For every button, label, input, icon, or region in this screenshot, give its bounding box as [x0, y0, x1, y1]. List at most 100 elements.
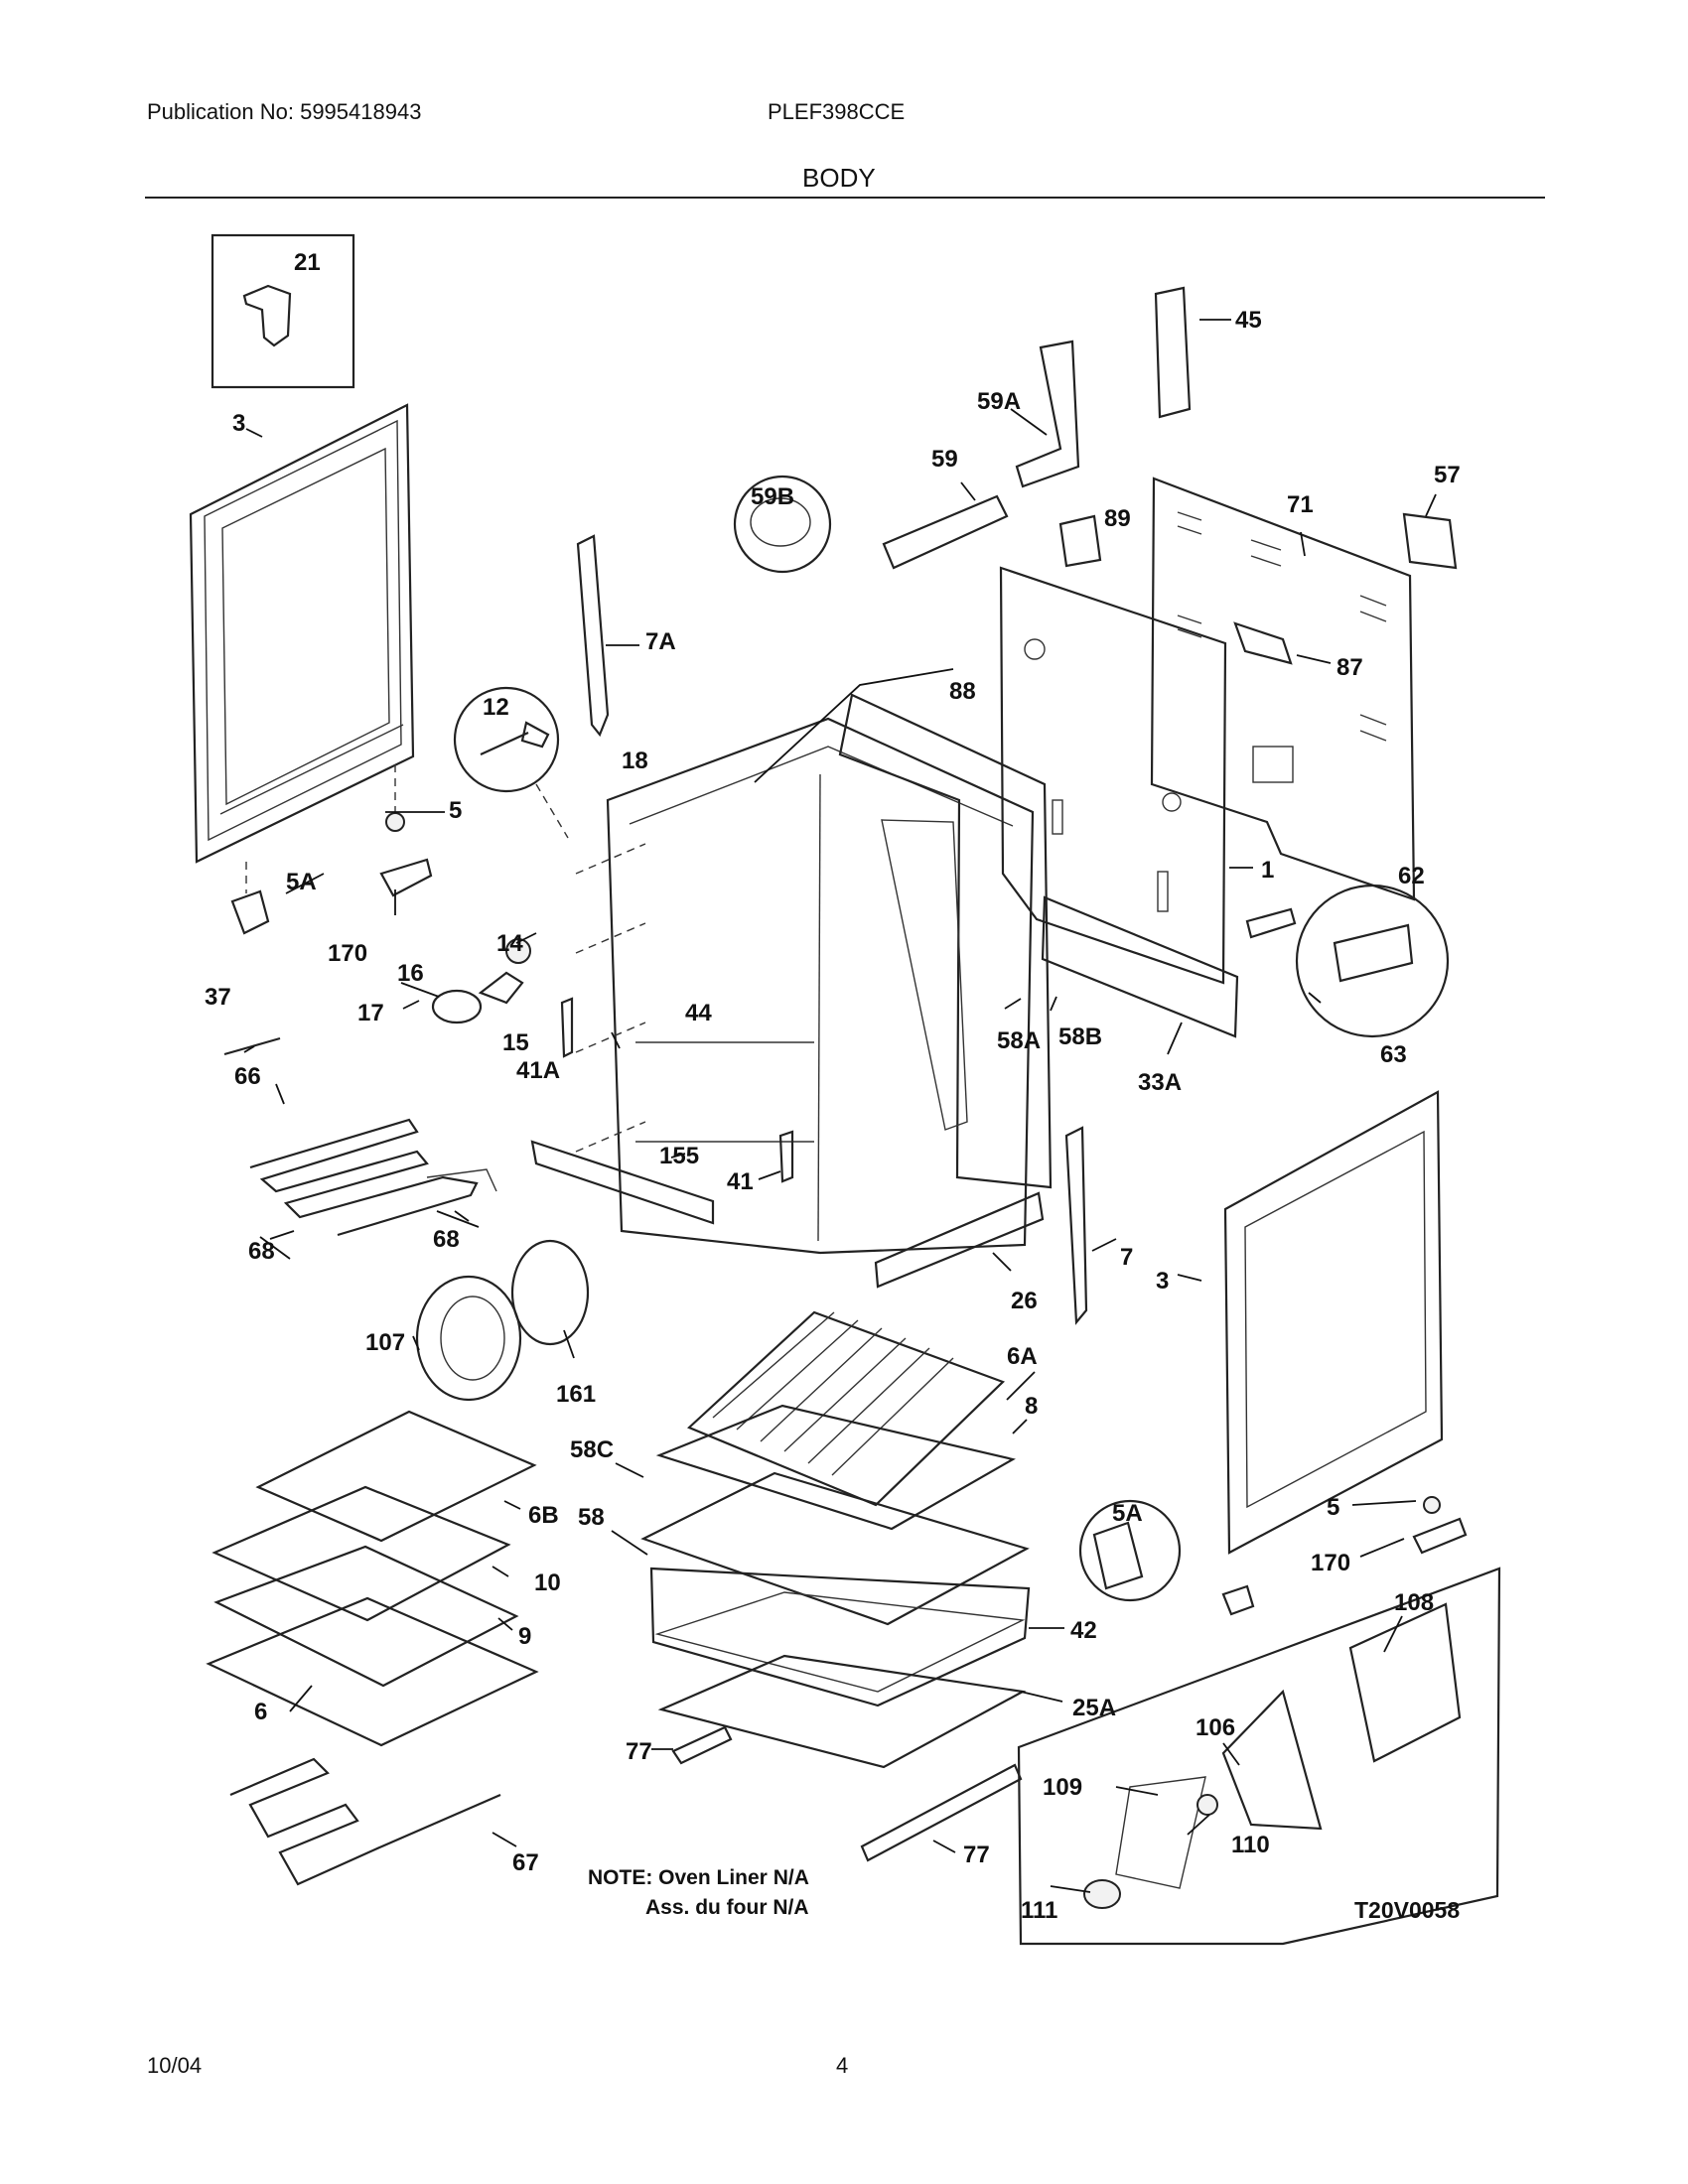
gasket-58C [640, 1471, 1030, 1626]
insulation-58A [881, 819, 968, 1131]
callout-71: 71 [1287, 491, 1314, 518]
publication-number: Publication No: 5995418943 [147, 99, 422, 124]
callout-3-right: 3 [1156, 1268, 1169, 1295]
callout-25A: 25A [1072, 1695, 1116, 1721]
callout-33A: 33A [1138, 1069, 1182, 1096]
footer-date: 10/04 [147, 2053, 203, 2078]
bracket-89 [1058, 514, 1102, 568]
bracket-7 [1064, 1126, 1088, 1325]
callout-44: 44 [685, 1000, 712, 1026]
callout-67: 67 [512, 1849, 539, 1876]
callout-5A-left: 5A [286, 869, 317, 895]
bracket-26 [874, 1191, 1045, 1289]
callout-58C: 58C [570, 1436, 614, 1463]
wire-88 [754, 668, 954, 783]
callout-59: 59 [931, 446, 958, 473]
bracket-87 [1233, 621, 1293, 665]
convection-element-161 [510, 1239, 590, 1346]
duct-59A [1015, 340, 1080, 488]
callout-58B: 58B [1058, 1024, 1102, 1050]
model-number: PLEF398CCE [768, 99, 906, 124]
strip-155 [530, 1140, 715, 1225]
callout-45: 45 [1235, 307, 1262, 334]
convection-fan-box [1017, 1567, 1501, 1946]
diagram-code: T20V0058 [1354, 1897, 1460, 1923]
callout-106: 106 [1196, 1714, 1235, 1741]
tray-8 [655, 1404, 1016, 1531]
callout-17: 17 [357, 1000, 384, 1026]
callout-110: 110 [1231, 1832, 1270, 1858]
callout-5-right: 5 [1327, 1494, 1339, 1521]
callout-26: 26 [1011, 1288, 1038, 1314]
callout-15: 15 [502, 1029, 529, 1056]
callout-68-right: 68 [433, 1226, 460, 1253]
wire-37 [223, 1036, 281, 1056]
rack-6B [255, 1410, 537, 1543]
callout-77-left: 77 [626, 1738, 652, 1765]
callout-5-left: 5 [449, 797, 462, 824]
hinge-5A-detail [1078, 1499, 1182, 1602]
broil-pan-9 [213, 1545, 519, 1688]
rack-6A [686, 1310, 1006, 1507]
screw-5b [1423, 1496, 1441, 1514]
callout-5A-right: 5A [1112, 1500, 1143, 1527]
callout-77-right: 77 [963, 1842, 990, 1868]
broil-pan-10 [211, 1485, 511, 1622]
callout-155: 155 [659, 1143, 699, 1169]
hinge-5A [230, 889, 270, 935]
slide-77a [671, 1725, 733, 1765]
left-side-panel [189, 403, 415, 864]
fan-cover-107 [415, 1275, 522, 1402]
insulation-58 [649, 1567, 1031, 1707]
leader-lines [243, 319, 1437, 1893]
panel-42 [654, 1591, 1026, 1693]
right-side-panel [1223, 1090, 1444, 1555]
callout-labels: 21 3 5 5A 170 37 16 14 17 15 12 7A 18 44… [205, 249, 1461, 1924]
callout-3-left: 3 [232, 410, 245, 437]
bracket-41A [560, 997, 574, 1058]
hinge-170 [379, 858, 433, 897]
callout-87: 87 [1336, 654, 1363, 681]
bracket-7A [576, 534, 610, 738]
callout-18: 18 [622, 748, 648, 774]
terminal-block-detail [1295, 884, 1450, 1038]
callout-41: 41 [727, 1168, 754, 1195]
callout-89: 89 [1104, 505, 1131, 532]
callout-42: 42 [1070, 1617, 1097, 1644]
label-57 [1402, 512, 1458, 570]
callout-170-right: 170 [1311, 1550, 1350, 1576]
callout-68-left: 68 [248, 1238, 275, 1265]
hinge-170b [1412, 1517, 1468, 1555]
panel-25A [657, 1654, 1027, 1769]
callout-62: 62 [1398, 863, 1425, 889]
duct-59 [882, 494, 1009, 570]
callout-108: 108 [1394, 1589, 1434, 1616]
hinge-5Ab [1221, 1584, 1255, 1616]
callout-109: 109 [1043, 1774, 1082, 1801]
callout-161: 161 [556, 1381, 596, 1408]
part-12-detail [453, 686, 560, 793]
callout-16: 16 [397, 960, 424, 987]
callout-7: 7 [1120, 1244, 1133, 1271]
page-number: 4 [836, 2053, 849, 2078]
callout-41A: 41A [516, 1057, 560, 1084]
callout-59B: 59B [751, 483, 794, 510]
callout-111: 111 [1021, 1897, 1057, 1924]
callout-59A: 59A [977, 388, 1021, 415]
callout-57: 57 [1434, 462, 1461, 488]
callout-1: 1 [1261, 857, 1274, 884]
callout-7A: 7A [645, 628, 676, 655]
rear-cover [1150, 477, 1416, 901]
note-line-2: Ass. du four N/A [645, 1896, 809, 1919]
callout-170-left: 170 [328, 940, 367, 967]
callout-63: 63 [1380, 1041, 1407, 1068]
callout-12: 12 [483, 694, 509, 721]
callout-66: 66 [234, 1063, 261, 1090]
bracket-41 [778, 1130, 794, 1183]
strip-33A [1041, 895, 1239, 1038]
callout-58A: 58A [997, 1027, 1041, 1054]
header-rule [145, 197, 1545, 199]
vent-59B [733, 475, 832, 574]
duct-45 [1154, 286, 1192, 419]
